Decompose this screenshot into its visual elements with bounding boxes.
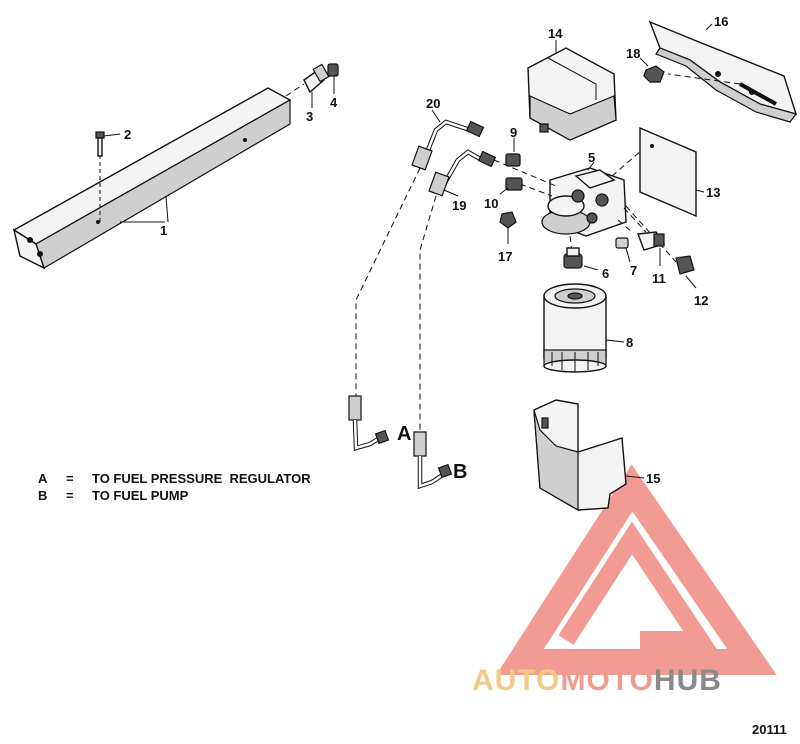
fitting-part-11 bbox=[637, 231, 666, 266]
filter-head-part-5 bbox=[541, 167, 627, 237]
fuel-line-19 bbox=[413, 149, 484, 490]
fuel-rail-part bbox=[12, 87, 292, 270]
callout-8: 8 bbox=[626, 335, 633, 350]
legend-equals: = bbox=[66, 488, 74, 503]
fuel-filter-part-8 bbox=[543, 283, 625, 373]
watermark-auto: AUTO bbox=[472, 664, 561, 697]
watermark-moto: MOTO bbox=[560, 664, 654, 697]
legend-row-a: A = TO FUEL PRESSURE REGULATOR bbox=[38, 470, 311, 487]
legend-row-b: B = TO FUEL PUMP bbox=[38, 487, 311, 504]
nut-part-18 bbox=[639, 57, 665, 83]
callout-7: 7 bbox=[630, 263, 637, 278]
fitting-part-9 bbox=[505, 138, 521, 167]
plug-part-6 bbox=[563, 247, 599, 271]
callout-19: 19 bbox=[452, 198, 466, 213]
legend: A = TO FUEL PRESSURE REGULATOR B = TO FU… bbox=[38, 470, 311, 504]
callout-20: 20 bbox=[426, 96, 440, 111]
callout-18: 18 bbox=[626, 46, 640, 61]
watermark-hub: HUB bbox=[653, 664, 722, 697]
callout-10: 10 bbox=[484, 196, 498, 211]
watermark-logo: AUTOMOTOHUB bbox=[472, 664, 722, 698]
screw-part-2 bbox=[95, 131, 121, 157]
fitting-part-10 bbox=[499, 177, 523, 195]
drawing-number: 20111 bbox=[752, 722, 787, 737]
callout-5: 5 bbox=[588, 150, 595, 165]
fitting-part-12 bbox=[675, 255, 697, 289]
callout-9: 9 bbox=[510, 125, 517, 140]
cap-part-4 bbox=[327, 63, 339, 94]
filter-shield-part-15 bbox=[533, 399, 645, 512]
callout-13: 13 bbox=[706, 185, 720, 200]
legend-text: TO FUEL PUMP bbox=[92, 488, 189, 503]
callout-1: 1 bbox=[160, 223, 167, 238]
pressure-valve-part-3 bbox=[285, 63, 330, 108]
callout-17: 17 bbox=[498, 249, 512, 264]
callout-15: 15 bbox=[646, 471, 660, 486]
callout-12: 12 bbox=[694, 293, 708, 308]
callout-3: 3 bbox=[306, 109, 313, 124]
fuel-line-20 bbox=[348, 109, 471, 451]
logo-triangle-icon bbox=[496, 464, 777, 675]
callout-16: 16 bbox=[714, 14, 728, 29]
callout-4: 4 bbox=[330, 95, 338, 110]
bracket-part-16 bbox=[648, 20, 798, 123]
callout-14: 14 bbox=[548, 26, 563, 41]
connection-label-b: B bbox=[453, 461, 467, 483]
callout-2: 2 bbox=[124, 127, 131, 142]
legend-key: B bbox=[38, 488, 48, 503]
plug-part-17 bbox=[499, 211, 517, 244]
cover-part-14 bbox=[527, 40, 617, 141]
gasket-part-13 bbox=[639, 126, 705, 218]
connection-label-a: A bbox=[397, 423, 411, 445]
fitting-part-7 bbox=[615, 237, 631, 263]
stud-part bbox=[667, 73, 777, 106]
legend-equals: = bbox=[66, 471, 74, 486]
legend-key: A bbox=[38, 471, 48, 486]
callout-6: 6 bbox=[602, 266, 609, 281]
legend-text: TO FUEL PRESSURE REGULATOR bbox=[92, 471, 311, 486]
callout-11: 11 bbox=[652, 271, 666, 286]
